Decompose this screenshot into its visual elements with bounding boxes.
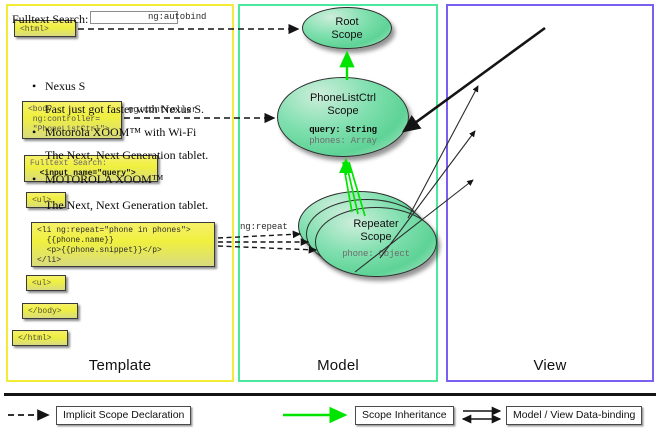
scope-prop-query: query: String: [309, 125, 377, 135]
arrow-binding-item-2: [379, 130, 476, 259]
template-box-body-close: </body>: [22, 303, 78, 319]
view-item-snippet-2: The Next, Next Generation tablet.: [45, 148, 209, 162]
scope-phonelistctrl: PhoneListCtrl Scope query: String phones…: [277, 77, 409, 157]
template-box-li-repeat: <li ng:repeat="phone in phones"> {{phone…: [31, 222, 215, 267]
fulltext-input-tag: <input name="query">: [30, 169, 136, 178]
view-item-snippet-1: Fast just got faster with Nexus S.: [45, 102, 204, 116]
view-item-name-2: Motorola XOOM™ with Wi-Fi: [45, 125, 197, 139]
scope-root-title-2: Scope: [331, 28, 363, 41]
ng-autobind-label: ng:autobind: [148, 12, 207, 22]
legend: Implicit Scope Declaration Scope Inherit…: [0, 402, 660, 432]
scope-phonelistctrl-title-1: PhoneListCtrl: [309, 92, 377, 104]
legend-label-implicit: Implicit Scope Declaration: [56, 406, 192, 425]
scope-prop-phone: phone: Object: [342, 249, 410, 259]
scope-repeater-title-2: Scope: [360, 230, 392, 243]
scope-root-title-1: Root: [335, 16, 359, 28]
arrow-ng-repeat-1: [217, 230, 302, 239]
fulltext-label-text: Fulltext Search:: [30, 159, 107, 168]
arrow-ng-repeat-3: [217, 245, 318, 254]
view-bullet-2: •: [32, 125, 37, 139]
view-item-name-1: Nexus S: [45, 79, 86, 93]
scope-prop-phones: phones: Array: [309, 136, 377, 146]
column-label-view: View: [533, 357, 567, 374]
view-search-input[interactable]: [90, 11, 178, 24]
column-label-model: Model: [317, 357, 359, 374]
scope-root: Root Scope: [302, 7, 392, 49]
column-view: View: [446, 4, 654, 382]
template-box-body: <body ng:controller= "PhoneListCtrl">: [22, 101, 122, 139]
column-label-template: Template: [88, 357, 152, 374]
view-bullet-3: •: [32, 172, 37, 186]
ng-repeat-label: ng:repeat: [240, 222, 288, 232]
legend-divider: [4, 393, 656, 396]
view-content-wrap: Fulltext Search: • Nexus S Fast just got…: [0, 0, 212, 382]
template-box-ul-close: <ul>: [26, 275, 66, 291]
arrow-binding-item-1: [407, 85, 479, 219]
column-model: Model: [238, 4, 438, 382]
legend-label-inheritance: Scope Inheritance: [355, 406, 454, 425]
legend-label-binding: Model / View Data-binding: [506, 406, 643, 425]
scope-repeater: Repeater Scope phone: Object: [315, 207, 437, 277]
view-item-snippet-3: The Next, Next Generation tablet.: [45, 198, 209, 212]
view-item-name-3: MOTOROLA XOOM™: [45, 172, 164, 186]
template-box-html-open: <html>: [14, 20, 76, 37]
arrow-binding-query: [401, 26, 546, 133]
view-bullet-1: •: [32, 79, 37, 93]
view-search-label: Fulltext Search:: [12, 12, 89, 26]
arrow-binding-item-3: [354, 179, 474, 273]
scope-repeater-title-1: Repeater: [353, 218, 399, 230]
template-box-html-close: </html>: [12, 330, 68, 346]
template-box-fulltext: Fulltext Search: <input name="query">: [24, 155, 158, 182]
scope-phonelistctrl-title-2: Scope: [327, 104, 359, 117]
ng-controller-label: ng:controller: [128, 105, 197, 115]
template-box-ul-open: <ul>: [26, 192, 66, 208]
